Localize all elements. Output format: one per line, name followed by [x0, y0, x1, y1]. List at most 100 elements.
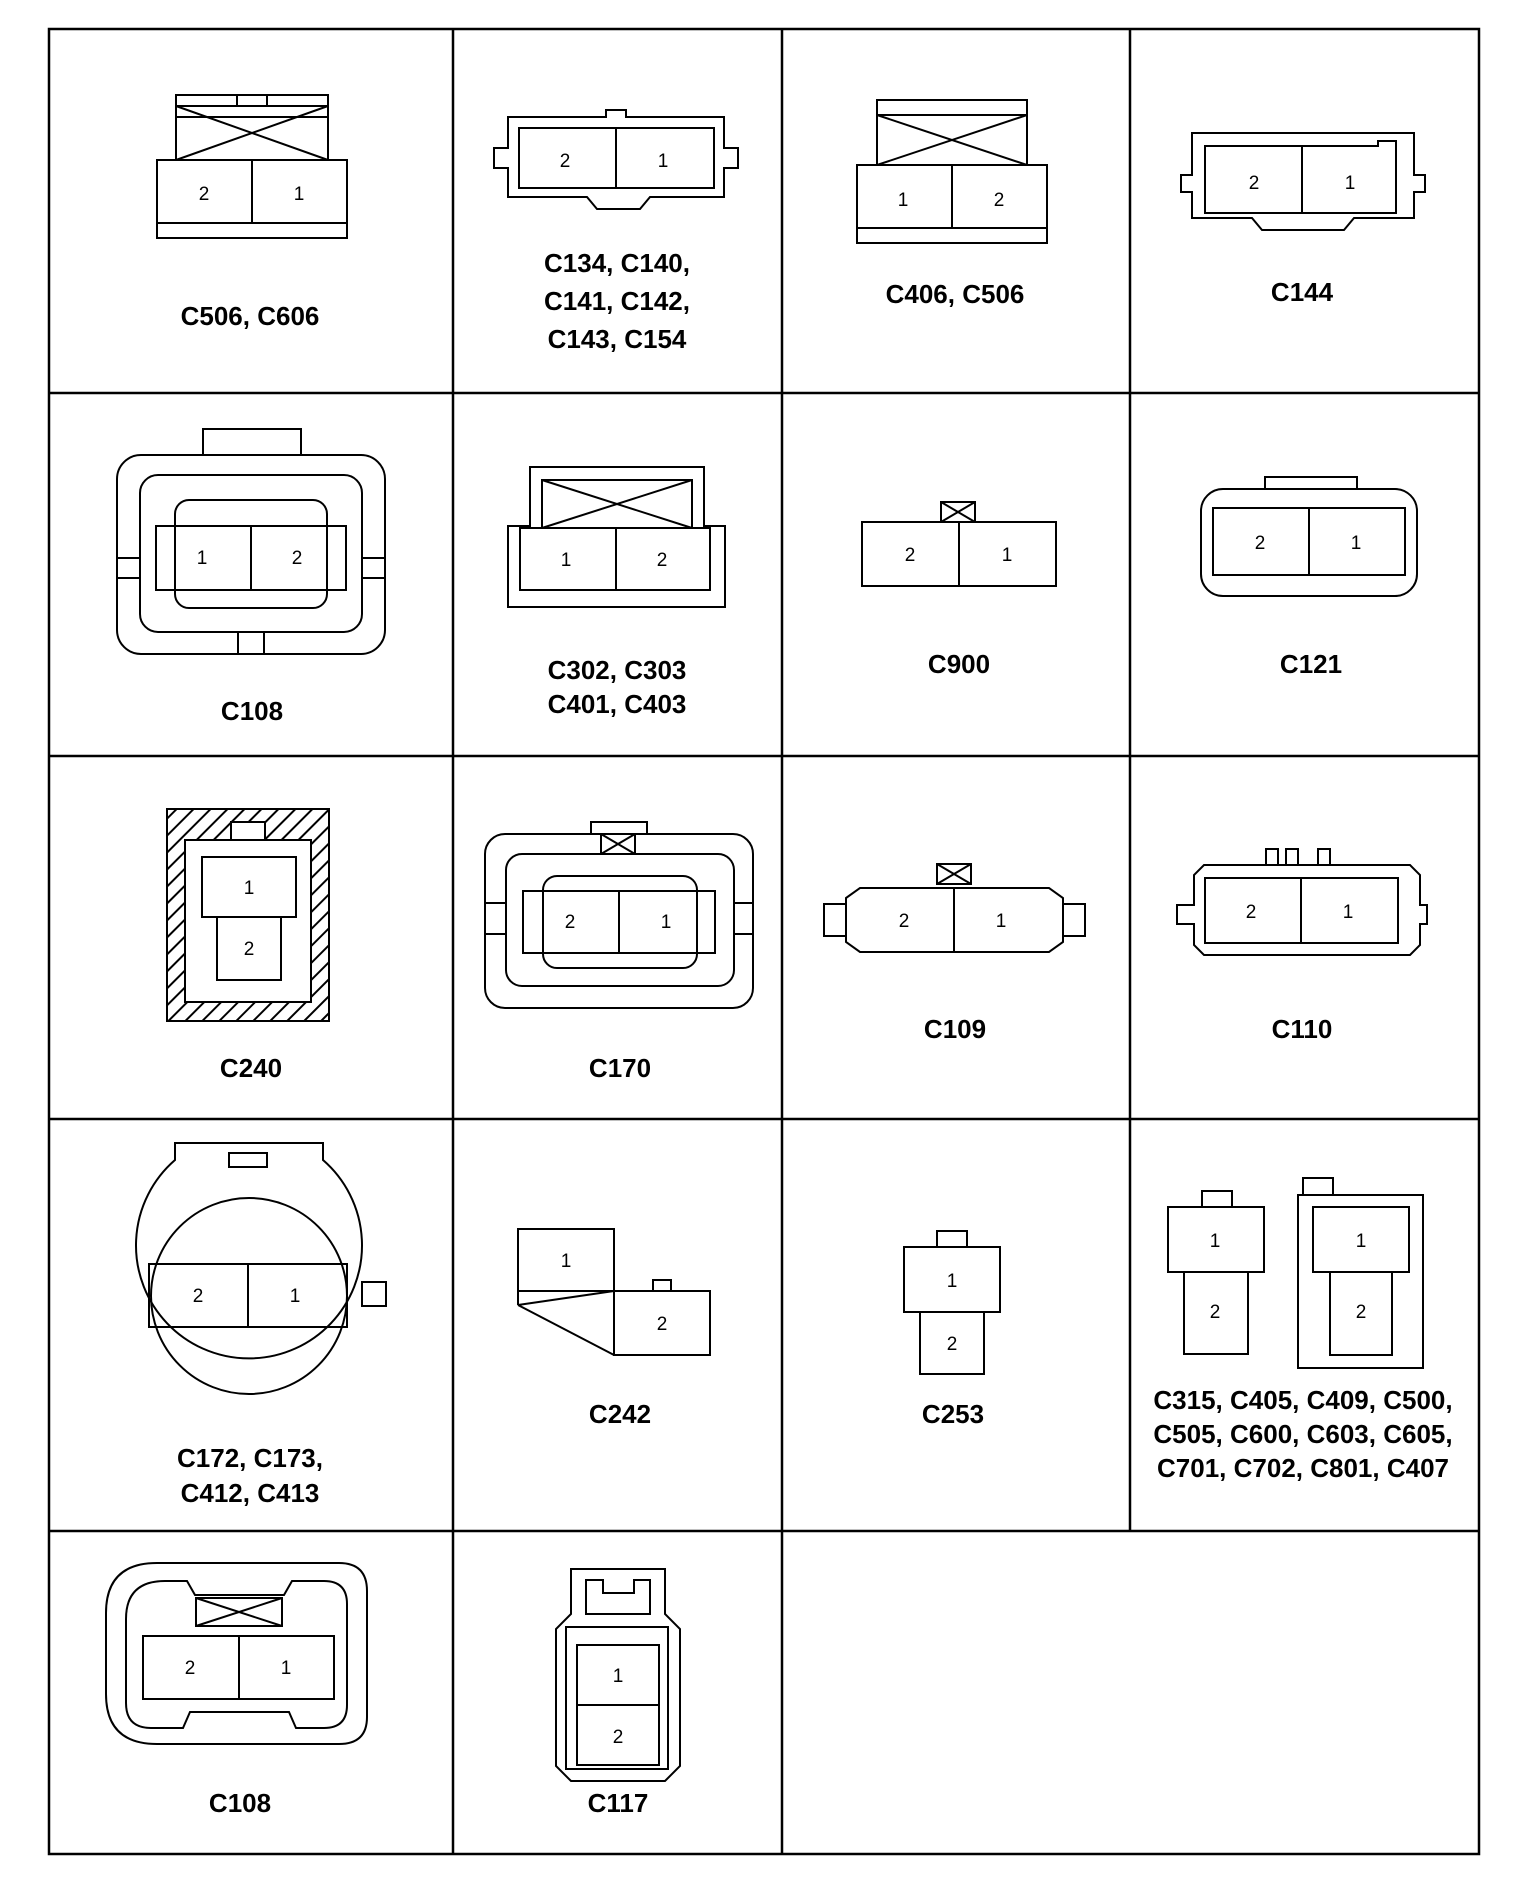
connector-label: C141, C142, — [544, 286, 690, 316]
hatched-housing — [166, 808, 330, 1022]
connector-label: C315, C405, C409, C500, — [1153, 1385, 1452, 1415]
pin-label: 1 — [613, 1666, 624, 1687]
table-grid — [47, 27, 1481, 1856]
connector-label: C900 — [928, 649, 990, 679]
pin-label: 2 — [244, 939, 255, 960]
connector-body — [507, 466, 726, 608]
pin-label: 1 — [294, 184, 305, 205]
connector-label: C134, C140, — [544, 248, 690, 278]
pin-label: 2 — [560, 151, 571, 172]
connector-housing — [1297, 1194, 1424, 1369]
pin-label: 2 — [657, 1314, 668, 1335]
connector-label: C302, C303 — [548, 655, 687, 685]
pin-label: 2 — [1246, 902, 1257, 923]
pin-label: 1 — [1343, 902, 1354, 923]
pin-label: 1 — [561, 550, 572, 571]
connector-cell-r4c1: 2 1 C172, C173, C412, C413 — [135, 1142, 387, 1508]
pin-label: 1 — [661, 912, 672, 933]
pin-label: 1 — [290, 1286, 301, 1307]
lock-tab — [936, 863, 972, 885]
pin-label: 2 — [657, 550, 668, 571]
connector-body — [1180, 132, 1426, 231]
connector-cell-r4c2: 1 2 C242 — [517, 1228, 711, 1429]
connector-cell-r2c4: 2 1 C121 — [1200, 476, 1418, 679]
pin-label: 1 — [898, 190, 909, 211]
pin-cavity — [1183, 1271, 1249, 1355]
pin-label: 2 — [193, 1286, 204, 1307]
connector-cell-r2c3: 2 1 C900 — [861, 501, 1057, 679]
connector-label: C506, C606 — [181, 301, 320, 331]
pin-label: 1 — [1345, 173, 1356, 194]
connector-cell-r4c3: 1 2 C253 — [903, 1230, 1001, 1429]
connector-label: C170 — [589, 1053, 651, 1083]
connector-cell-r2c2: 1 2 C302, C303 C401, C403 — [507, 466, 726, 719]
connector-label: C110 — [1272, 1014, 1333, 1044]
blocked-cavity — [876, 99, 1028, 166]
connector-label: C121 — [1280, 649, 1342, 679]
connector-label: C401, C403 — [548, 689, 687, 719]
connector-label: C108 — [209, 1788, 271, 1818]
pin-label: 2 — [1356, 1302, 1367, 1323]
connector-cell-r5c1: 2 1 C108 — [105, 1562, 368, 1818]
pin-label: 1 — [1002, 545, 1013, 566]
pin-label: 1 — [996, 911, 1007, 932]
connector-label: C144 — [1271, 277, 1334, 307]
connector-body — [105, 1562, 368, 1745]
connector-label: C701, C702, C801, C407 — [1157, 1453, 1449, 1483]
connector-label: C109 — [924, 1014, 986, 1044]
pin-label: 2 — [1210, 1302, 1221, 1323]
connector-label: C242 — [589, 1399, 651, 1429]
pin-label: 1 — [947, 1271, 958, 1292]
connector-label: C412, C413 — [181, 1478, 320, 1508]
connector-cell-r1c1: 2 1 C506, C606 — [156, 94, 348, 331]
connector-label: C253 — [922, 1399, 984, 1429]
pin-cavity — [201, 856, 297, 918]
connector-body — [484, 833, 754, 1009]
pin-label: 2 — [199, 184, 210, 205]
connector-cell-r1c4: 2 1 C144 — [1180, 132, 1426, 307]
lock-tab — [585, 1579, 651, 1615]
connector-cell-r3c2: 2 1 C170 — [484, 821, 754, 1083]
connector-cell-r1c2: 2 1 C134, C140, C141, C142, C143, C154 — [493, 109, 739, 354]
connector-label: C108 — [221, 696, 283, 726]
connector-label: C172, C173, — [177, 1443, 323, 1473]
connector-body — [493, 109, 739, 210]
blocked-cavity — [195, 1597, 283, 1627]
connector-cell-r5c2: 1 2 C117 — [555, 1568, 681, 1818]
connector-cell-r4c4: 1 2 1 2 C315, C405, C409, C500, C505, C6… — [1153, 1177, 1453, 1483]
connector-body — [555, 1568, 681, 1782]
pin-label: 2 — [1249, 173, 1260, 194]
pin-label: 2 — [994, 190, 1005, 211]
pin-label: 1 — [1351, 533, 1362, 554]
pin-cavity — [216, 916, 282, 981]
connector-label: C117 — [588, 1788, 649, 1818]
pin-label: 1 — [281, 1658, 292, 1679]
connector-label: C505, C600, C603, C605, — [1153, 1419, 1452, 1449]
pin-label: 1 — [658, 151, 669, 172]
connector-body — [845, 887, 1064, 953]
pin-label: 1 — [197, 548, 208, 569]
pin-label: 1 — [561, 1251, 572, 1272]
pin-cavity — [576, 1704, 660, 1766]
pin-label: 2 — [613, 1727, 624, 1748]
connector-body — [135, 1142, 363, 1360]
pin-label: 1 — [244, 878, 255, 899]
pin-label: 2 — [1255, 533, 1266, 554]
pin-label: 2 — [565, 912, 576, 933]
connector-cell-r2c1: 1 2 C108 — [116, 428, 386, 726]
pin-label: 2 — [292, 548, 303, 569]
pin-cavity — [517, 1228, 615, 1292]
pin-label: 2 — [185, 1658, 196, 1679]
pin-cavity — [1329, 1271, 1393, 1356]
pin-label: 2 — [899, 911, 910, 932]
connector-cell-r3c3: 2 1 C109 — [823, 863, 1086, 1044]
connector-body — [1176, 864, 1428, 956]
pin-label: 2 — [947, 1334, 958, 1355]
pin-label: 1 — [1356, 1231, 1367, 1252]
connector-cell-r3c1: 1 2 C240 — [166, 808, 330, 1083]
connector-cell-r1c3: 1 2 C406, C506 — [856, 99, 1048, 309]
connector-label: C240 — [220, 1053, 282, 1083]
connector-body — [1200, 488, 1418, 597]
connector-cell-r3c4: 2 1 C110 — [1176, 848, 1428, 1044]
